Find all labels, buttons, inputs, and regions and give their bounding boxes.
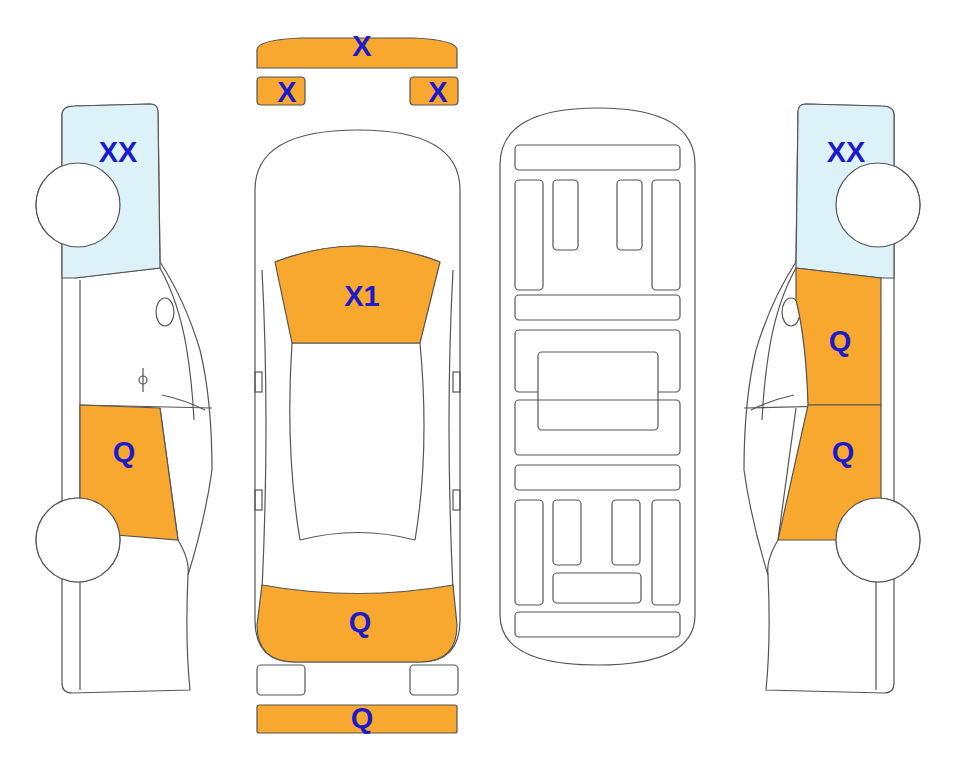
damage-panel: Q (776, 400, 926, 585)
damage-panel: Q (790, 262, 885, 410)
wheel (36, 498, 120, 582)
damage-code: X (428, 78, 447, 107)
panel-shape (790, 100, 920, 285)
damage-panel: X (254, 35, 460, 73)
damage-code: Q (832, 438, 855, 467)
wheel (36, 163, 120, 247)
damage-panel: X (254, 74, 308, 108)
damage-code: X1 (344, 282, 379, 311)
wheel (836, 163, 920, 247)
damage-panel: Q (254, 575, 461, 667)
damage-code: Q (829, 327, 852, 356)
damage-code: Q (113, 438, 136, 467)
panel-shape (76, 400, 182, 546)
damage-panel: X (407, 74, 461, 108)
panel-fill (796, 268, 881, 405)
damage-panel: Q (76, 400, 182, 546)
damage-code: X (352, 32, 371, 61)
panel-fill (257, 585, 457, 662)
damage-panel: X1 (270, 235, 445, 347)
panel-shape (776, 400, 926, 585)
damage-panel: XX (36, 100, 166, 285)
damage-code: X (277, 78, 296, 107)
damage-panel: XX (790, 100, 920, 285)
panel-fill (275, 246, 440, 343)
damage-code: XX (99, 138, 138, 167)
damage-code: Q (351, 704, 374, 733)
damage-panel: Q (254, 702, 460, 736)
damage-code: Q (349, 608, 372, 637)
wheel (836, 498, 920, 582)
panel-shape (36, 100, 166, 285)
damage-code: XX (827, 138, 866, 167)
